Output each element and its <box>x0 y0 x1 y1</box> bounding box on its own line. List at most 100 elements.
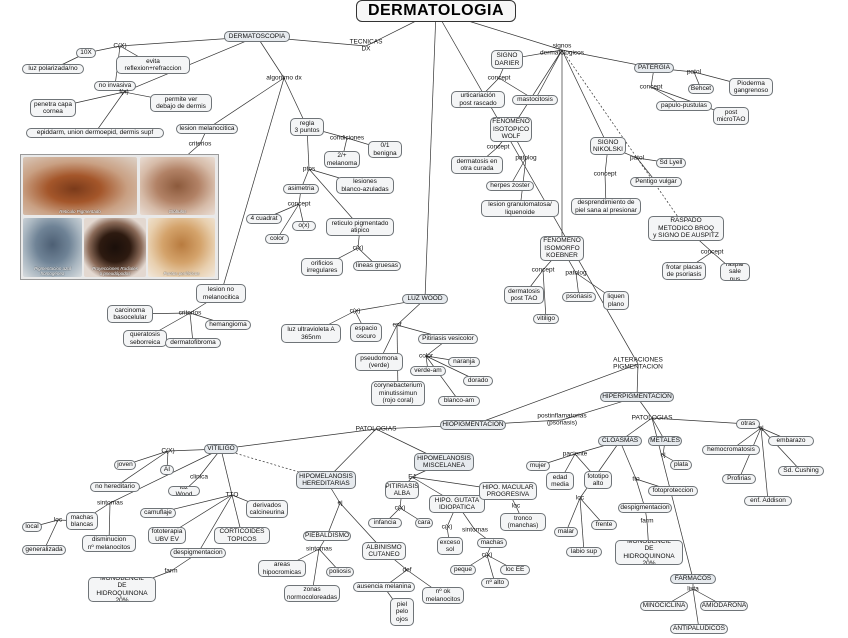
link-label-loc-mac: loc <box>511 502 521 510</box>
node-no-alto: nº alto <box>481 578 509 588</box>
node-corticoides: CORTICOIDES TOPICOS <box>214 527 270 544</box>
node-peque: peque <box>450 565 476 575</box>
connector-line <box>651 417 749 425</box>
link-label-tecnicas-dx: TECNICAS DX <box>349 38 383 53</box>
connector-line <box>565 497 581 533</box>
node-orificios: orificios irregulares <box>301 258 343 276</box>
node-piebaldismo: PIEBALDISMO <box>303 531 351 541</box>
node-hemocromatosis: hemocromatosis <box>702 445 760 455</box>
link-label-cx-vit: C(X) <box>161 447 175 455</box>
link-label-patolog-wolf: patolog <box>515 154 537 162</box>
node-manchas-blancas: machas blancas <box>66 512 98 530</box>
node-fototipo: fototipo alto <box>584 471 612 489</box>
connector-line <box>435 10 639 365</box>
link-label-postinflam: postinflamatorias (psoriasis) <box>537 412 587 427</box>
node-piel-pelo: piel pelo ojos <box>390 598 414 626</box>
node-despigmentacion2: despigmentacion <box>618 503 672 513</box>
connector-line <box>510 49 563 130</box>
connector-line <box>256 36 285 79</box>
node-evita-reflexion: evita reflexion+refraccion <box>116 56 190 74</box>
node-hipopigmentacion: HIOPIGMENTACION <box>440 420 506 430</box>
connector-line <box>94 91 125 134</box>
node-disminucion: disminucion nº melanocitos <box>82 535 136 552</box>
node-hipo-macular: HIPO. MACULAR PROGRESIVA <box>479 482 537 500</box>
link-label-color-lbl: color <box>418 352 434 360</box>
node-no-hereditario: no hereditario <box>90 482 140 492</box>
connector-line <box>326 502 341 537</box>
node-minociclina: MINOCICLINA <box>640 601 688 611</box>
connector-line <box>123 36 258 93</box>
node-local: local <box>22 522 42 532</box>
link-label-ej-met: ej <box>660 451 666 459</box>
link-label-sintomas-gut: sintomas <box>461 526 489 534</box>
node-no-ok: nº ok melanocitos <box>422 587 464 604</box>
link-label-criterios2: criterios <box>178 309 202 317</box>
node-reticulo: reticulo pigmentado atipico <box>326 218 394 236</box>
node-desprendimiento: desprendimiento de piel sana al presiona… <box>571 198 641 215</box>
link-label-condiciones: condiciones <box>329 134 365 142</box>
connector-line <box>692 588 700 630</box>
connector-line <box>308 168 361 228</box>
photo-caption-azul: Pigmentacion azul homogénea <box>34 266 71 276</box>
link-label-concept-wolf: concept <box>486 143 510 151</box>
node-permite-ver: permite ver debajo de dermis <box>150 94 212 112</box>
node-embarazo: embarazo <box>768 436 814 446</box>
link-label-patologias2: PATOLOGIAS <box>631 414 673 422</box>
node-mujer: mujer <box>526 461 550 471</box>
node-behcet: Behcet <box>688 84 714 94</box>
link-label-def-alb: def <box>402 566 412 574</box>
node-dermatosis-post: dermatosis post TAO <box>504 286 544 304</box>
connector-line <box>472 363 639 426</box>
node-albinismo: ALBINISMO CUTANEO <box>362 542 406 560</box>
photo-caption-globulos: Glóbulos <box>168 209 187 214</box>
link-label-criterios: criterios <box>188 140 212 148</box>
node-monobencil1: MONOBENCIL DE HIDROQUINONA 20% <box>88 577 156 602</box>
node-farmacos: FARMACOS <box>670 574 716 584</box>
node-post-micro: post microTAO <box>713 107 749 125</box>
photo-reticulo: Reticulo Pigmentado <box>23 157 137 215</box>
node-cara: cara <box>415 518 433 528</box>
connector-line <box>760 427 769 502</box>
node-pseudomona: pseudomona (verde) <box>355 353 403 371</box>
node-signo-darier: SIGNO DARIER <box>491 50 523 69</box>
connector-line <box>206 77 285 130</box>
connector-line <box>534 49 563 101</box>
link-label-concept-koeb: concept <box>531 266 555 274</box>
link-label-concept-darier: concept <box>487 74 511 82</box>
node-psoriasis: psoriasis <box>562 292 596 302</box>
connector-line <box>220 448 233 496</box>
link-label-cx-gut: c(x) <box>441 523 453 531</box>
node-hiperpigmentacion: HIPERPIGMENTACION <box>600 392 674 402</box>
node-penetra-capa: penetra capa cornea <box>30 99 76 117</box>
link-label-concept-nik: concept <box>593 170 617 178</box>
node-frotar: frotar placas de psoriasis <box>662 262 706 280</box>
node-amiodarona: AMIODARONA <box>700 601 748 611</box>
node-hipo-hered: HIPOMELANOSIS HEREDITARIAS <box>296 471 356 489</box>
link-label-clinica: clinica <box>189 473 209 481</box>
link-label-loc-cloas: loc <box>575 494 585 502</box>
node-lesion-no-melano: lesion no melanocitica <box>196 284 246 303</box>
node-edad-media: edad media <box>546 472 574 490</box>
connector-line <box>425 355 460 402</box>
node-malar: malar <box>554 527 578 537</box>
node-metales: METALES <box>648 436 682 446</box>
node-enf-addison: enf. Addison <box>744 496 792 506</box>
photo-azul: Pigmentacion azul homogénea <box>23 218 82 277</box>
node-fototerapia: fototerapia UBV EV <box>148 527 186 544</box>
link-label-loc-vit: loc <box>53 516 63 524</box>
node-plata: plata <box>670 460 692 470</box>
link-label-concept-pat: concept <box>639 83 663 91</box>
node-areas-hipocr: areas hipocromicas <box>258 560 306 577</box>
node-sd-lyell: Sd Lyell <box>656 158 686 168</box>
node-epidermis: epiddarm, union dermoepid, dermis supf <box>26 128 164 138</box>
node-naranja: naranja <box>448 357 480 367</box>
connector-line <box>109 448 222 504</box>
node-antipaludicos: ANTIPALUDICOS <box>670 624 728 634</box>
link-label-patolog-koeb: patolog <box>565 269 587 277</box>
node-corynebacterium: corynebacterium minutissimun (rojo coral… <box>371 381 425 406</box>
node-hipo-gutata: HIPO. GUTATA IDIOPATICA <box>429 495 485 513</box>
node-lesion-granulo: lesion granulomatosa/ liquenoide <box>481 200 559 217</box>
link-label-paciente: paciente <box>562 450 588 458</box>
photo-caption-puntos: Puntos periféricos <box>163 271 200 276</box>
